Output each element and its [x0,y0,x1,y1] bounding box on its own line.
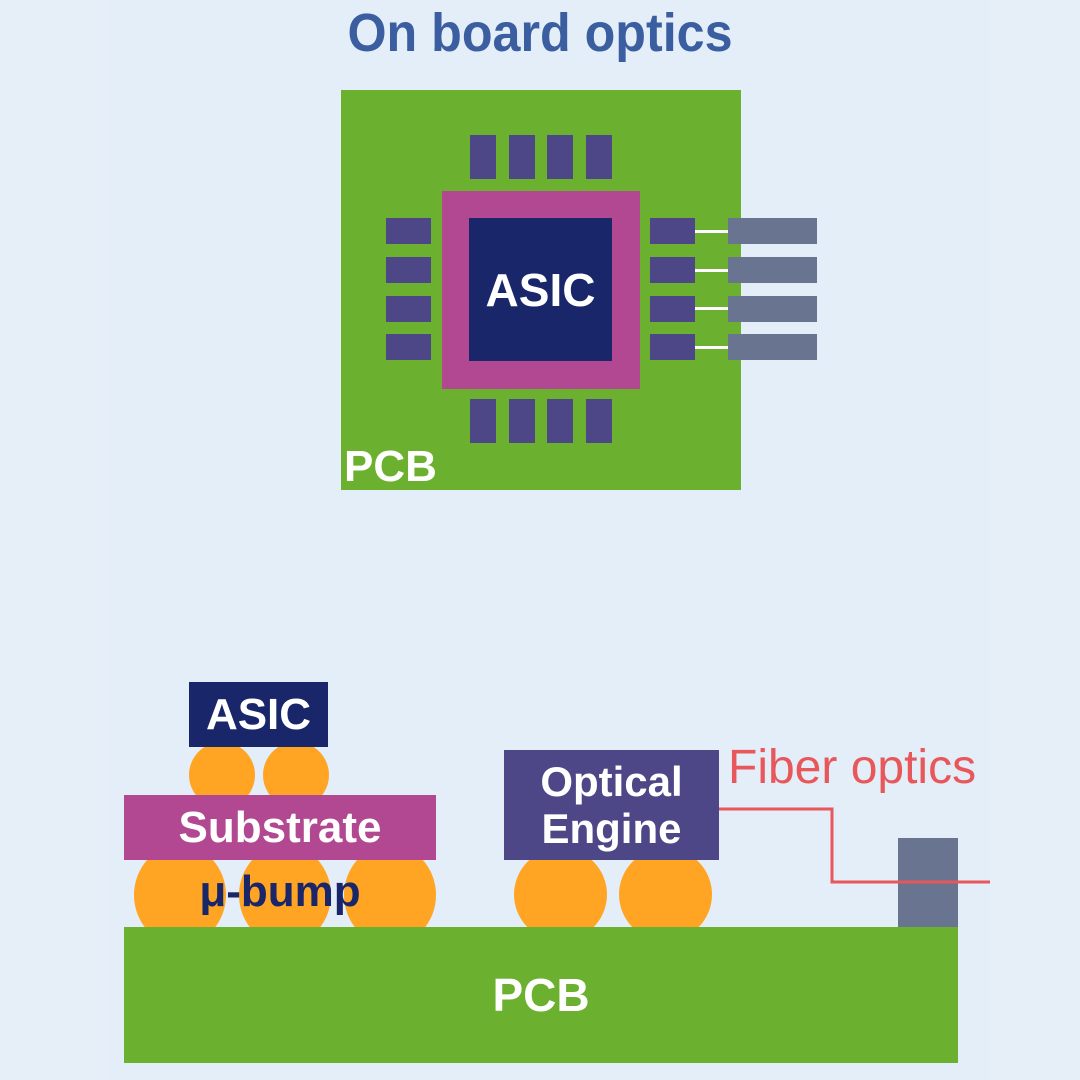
pad-top [547,135,573,179]
pad-right [650,296,695,322]
asic-label-side: ASIC [205,689,312,739]
pad-right [650,218,695,244]
substrate-label: Substrate [178,802,382,852]
solder-bump [619,848,712,941]
trace-line [695,269,728,272]
pcb-board-side: PCB [124,927,958,1063]
optical-engine-label-line2: Engine [541,805,682,852]
pad-right [650,334,695,360]
asic-label-top: ASIC [485,263,596,316]
pad-top [509,135,535,179]
pad-left [386,218,431,244]
pad-bottom [547,399,573,443]
fiber-optics-label: Fiber optics [728,741,977,794]
pcb-label-side: PCB [492,969,590,1021]
pad-top [586,135,612,179]
asic-chip-top: ASIC [469,218,612,361]
substrate-side: Substrate [124,795,436,860]
page-title: On board optics [347,3,733,63]
pad-top [470,135,496,179]
fiber-connector-side [898,838,958,927]
pad-left [386,296,431,322]
optical-engine-label-line1: Optical [540,758,683,805]
trace-line [695,230,728,233]
pad-bottom [586,399,612,443]
pad-bottom [470,399,496,443]
pad-right [650,257,695,283]
bump-label: μ-bump [199,867,361,916]
optical-connector [728,296,817,322]
pad-left [386,257,431,283]
optical-engine: Optical Engine [504,750,719,860]
trace-line [695,346,728,349]
optical-connector [728,257,817,283]
optical-connector [728,218,817,244]
asic-chip-side: ASIC [189,682,328,747]
pad-left [386,334,431,360]
pcb-label-top: PCB [344,442,437,491]
trace-line [695,307,728,310]
optical-connector [728,334,817,360]
solder-bump [514,848,607,941]
pad-bottom [509,399,535,443]
